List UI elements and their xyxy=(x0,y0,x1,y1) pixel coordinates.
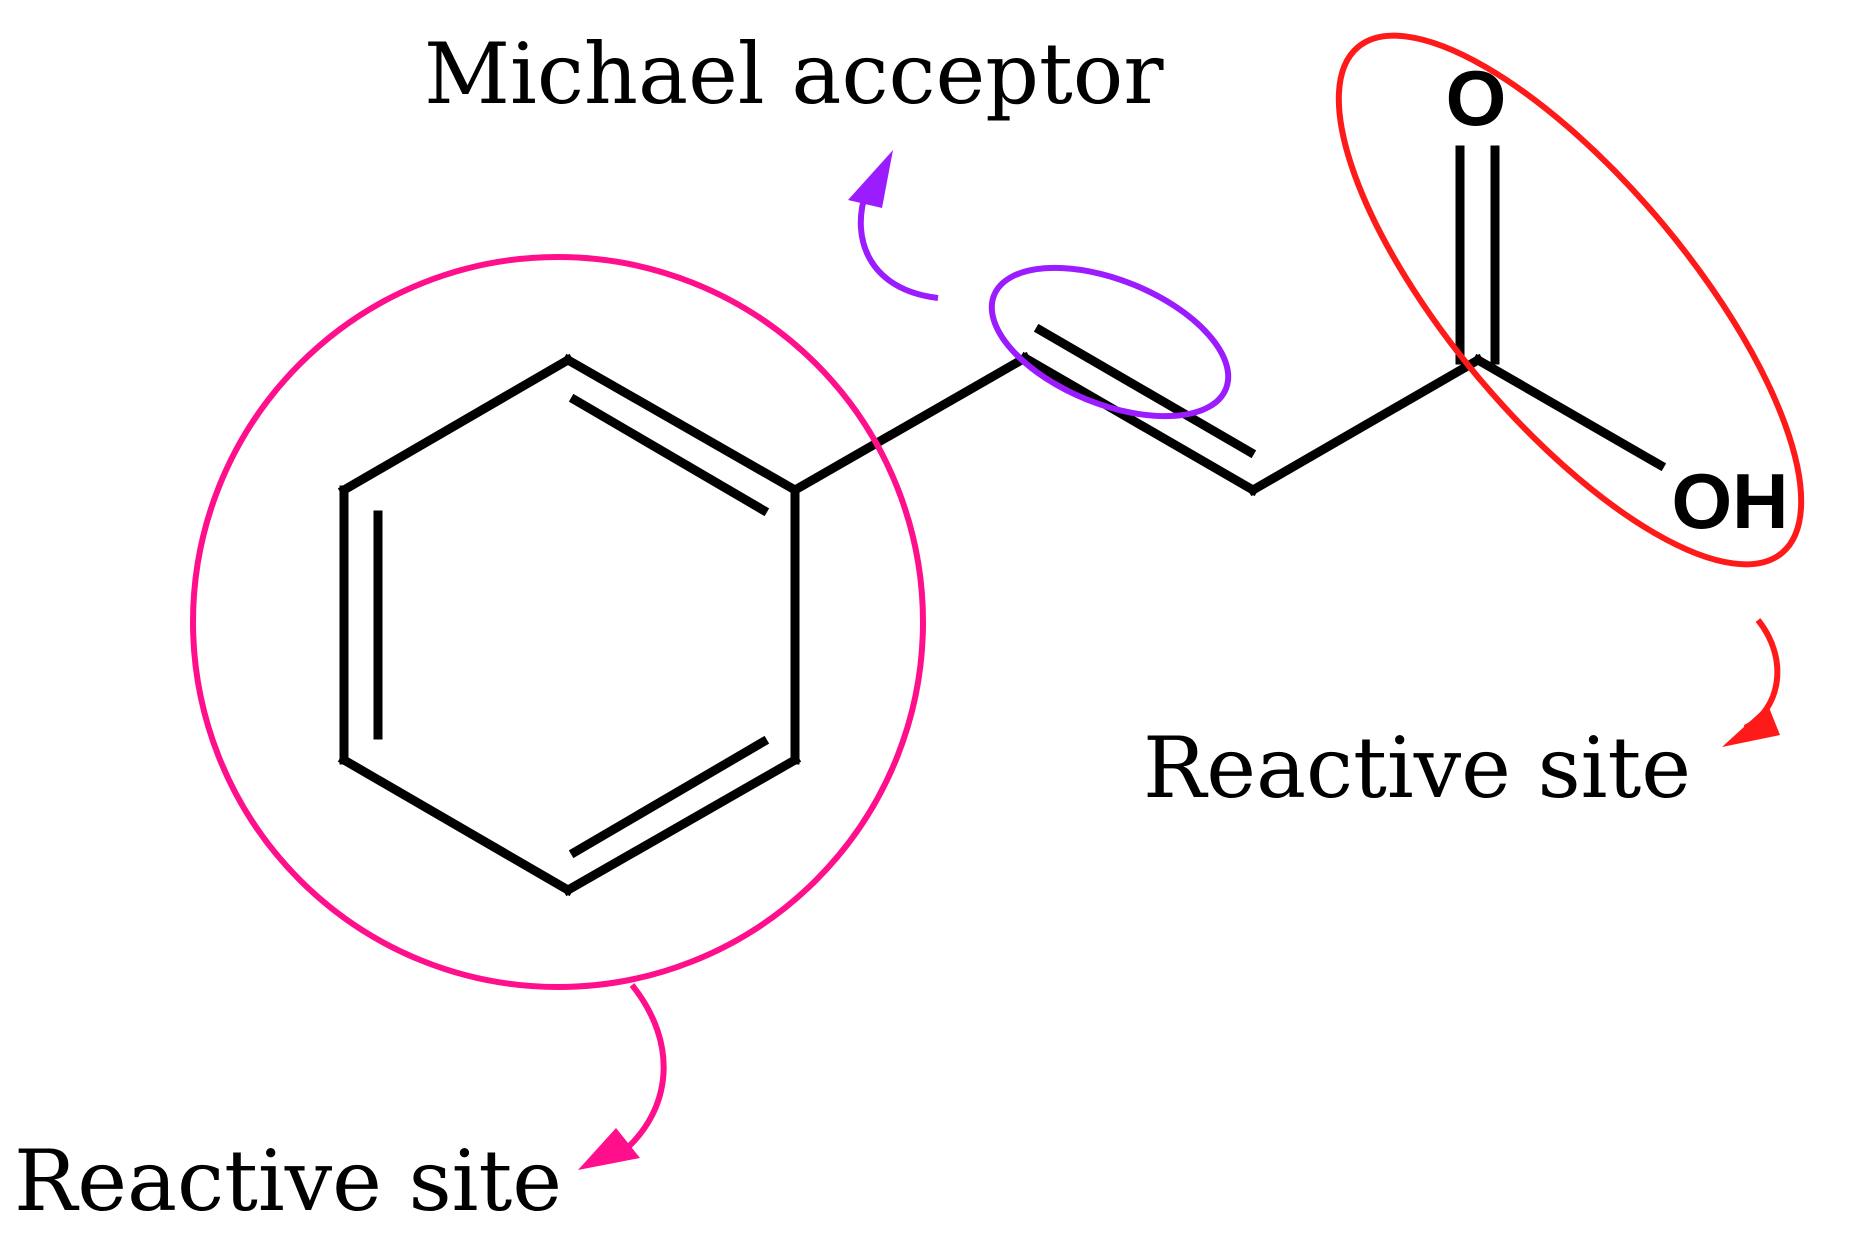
ring-highlight-group xyxy=(190,254,926,1170)
alkene-double-bond-inner xyxy=(1033,323,1257,459)
ring-callout-arrowhead xyxy=(578,1128,640,1170)
ring-to-alkene-bond xyxy=(788,351,1032,497)
alkene-to-carboxyl-bond xyxy=(1246,353,1485,497)
hydroxyl-atom-label: OH xyxy=(1672,457,1789,545)
alkene-highlight-group xyxy=(848,150,1232,420)
ring-highlight-circle xyxy=(190,254,926,990)
alkene-highlight-ellipse xyxy=(988,264,1232,420)
oxygen-atom-label: O xyxy=(1446,54,1507,142)
ring-bond-top-right xyxy=(561,353,802,497)
alkene-double-bond-outer xyxy=(1018,351,1260,497)
ring-bond-bottom-right xyxy=(561,753,802,897)
carboxyl-highlight-ellipse xyxy=(1335,32,1805,568)
ring-inner-bond-bottom xyxy=(568,735,770,859)
reactive-site-label-right: Reactive site xyxy=(1143,719,1691,817)
ring-bond-top-left xyxy=(337,353,575,497)
benzene-ring xyxy=(337,353,802,897)
reactive-site-label-left: Reactive site xyxy=(14,1132,562,1230)
side-chain xyxy=(788,145,1667,497)
ring-bond-bottom-left xyxy=(337,753,575,897)
carboxyl-callout-arrowhead xyxy=(1722,705,1780,747)
carboxyl-highlight-group xyxy=(1335,32,1805,747)
ring-inner-bond-top xyxy=(568,393,770,517)
alkene-callout-arrow-path xyxy=(857,191,939,301)
michael-acceptor-label: Michael acceptor xyxy=(424,25,1164,123)
alkene-callout-arrowhead xyxy=(848,150,893,208)
carbon-to-hydroxyl-bond xyxy=(1471,353,1667,472)
ring-callout-arrow-path xyxy=(623,983,667,1153)
